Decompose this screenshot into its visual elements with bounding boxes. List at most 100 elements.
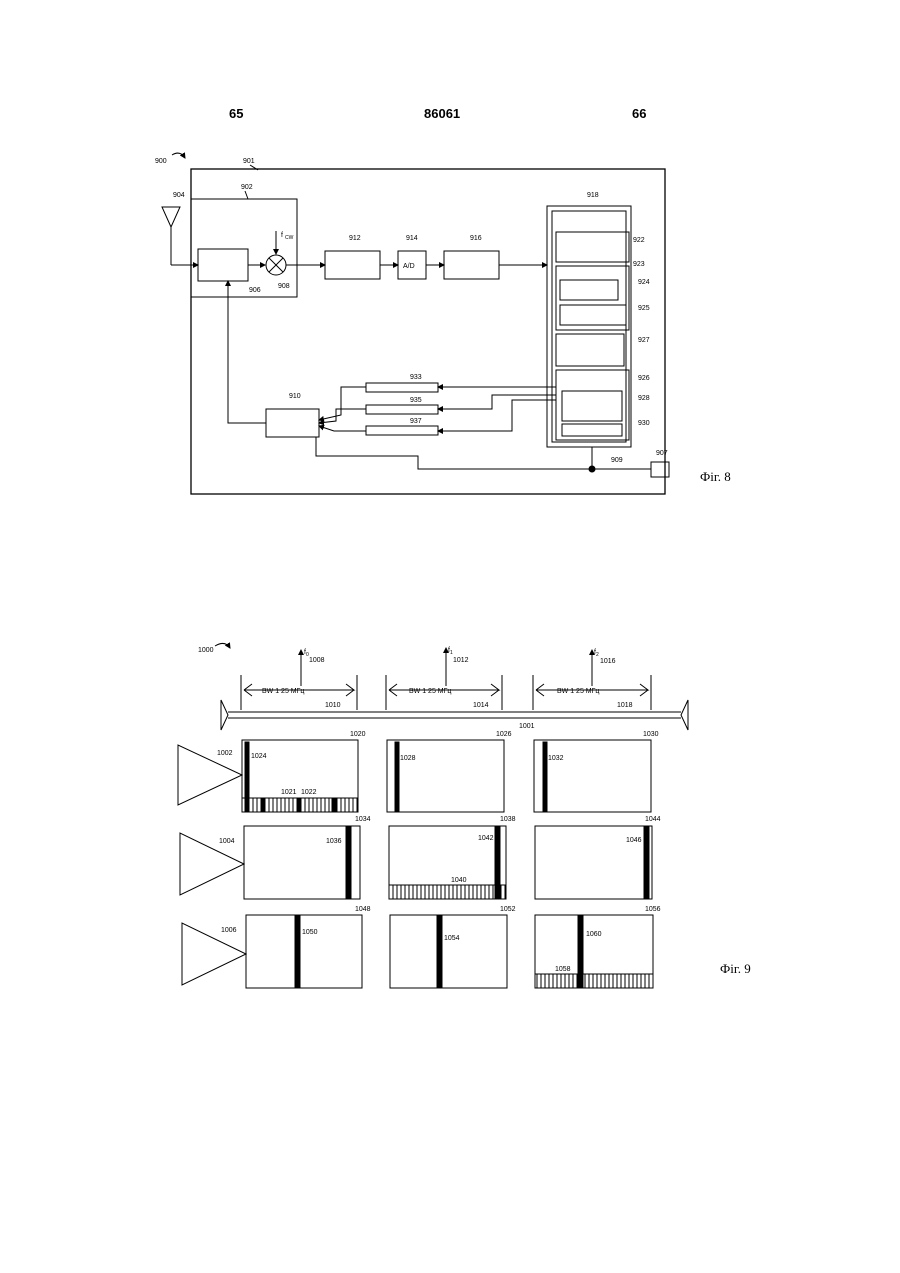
ref-1000: 1000 [198,647,214,654]
ad-label: A/D [403,263,415,270]
ref-902: 902 [241,184,253,191]
block-924 [560,280,618,300]
bar-1022 [297,798,301,812]
ref-1022: 1022 [301,789,317,796]
pilot-bar-1046 [644,826,649,899]
pilot-bar-1028 [395,742,399,812]
ref-1056: 1056 [645,906,661,913]
processor-inner [552,211,626,442]
ref-1044: 1044 [645,816,661,823]
ref-1034: 1034 [355,816,371,823]
ref-1026: 1026 [496,731,512,738]
ref-f1-sub: 1 [450,650,453,656]
ref-935: 935 [410,397,422,404]
ref-1010: 1010 [325,702,341,709]
ref-1004: 1004 [219,838,235,845]
ref-914: 914 [406,235,418,242]
ref-900: 900 [155,158,167,165]
ref-1002: 1002 [217,750,233,757]
fig8-caption: Фіг. 8 [700,469,731,484]
ref-1048: 1048 [355,906,371,913]
bw-label-3: BW 1 25 МГц [557,688,599,695]
ref-1050: 1050 [302,929,318,936]
ref-arrow-900 [172,153,185,158]
block-916 [444,251,499,279]
pilot-bar-1024 [245,742,249,812]
spectrum-box-1048 [246,915,362,988]
ref-901: 901 [243,158,255,165]
ref-1021: 1021 [281,789,297,796]
figure-8: 900 901 904 902 906 f CW 908 912 A/D 914 [155,153,669,494]
spectrum-box-1026 [387,740,504,812]
ref-1008: 1008 [309,657,325,664]
ref-908: 908 [278,283,290,290]
ref-927: 927 [638,337,650,344]
ref-1012: 1012 [453,657,469,664]
spectrum-box-1052 [390,915,507,988]
bw-label-2: BW 1 25 МГц [409,688,451,695]
ref-1016: 1016 [600,658,616,665]
block-930 [562,424,622,436]
ref-916: 916 [470,235,482,242]
pilot-bar-1050 [295,915,300,988]
control-block-910 [266,409,319,437]
pilot-bar-1042 [495,826,500,899]
amplifier-block-906 [198,249,248,281]
ref-907: 907 [656,450,668,457]
block-935 [366,405,438,414]
ref-923: 923 [633,261,645,268]
ref-1018: 1018 [617,702,633,709]
ref-1020: 1020 [350,731,366,738]
receiver-outer-box [191,169,665,494]
ref-930: 930 [638,420,650,427]
block-925 [560,305,626,325]
ref-1028: 1028 [400,755,416,762]
ref-1060: 1060 [586,931,602,938]
spectrum-box-1034 [244,826,360,899]
ref-1014: 1014 [473,702,489,709]
block-928 [562,391,622,421]
ref-1054: 1054 [444,935,460,942]
ref-928: 928 [638,395,650,402]
block-922 [556,232,629,262]
ref-933: 933 [410,374,422,381]
block-907 [651,462,669,477]
ref-909: 909 [611,457,623,464]
ref-910: 910 [289,393,301,400]
ref-906: 906 [249,287,261,294]
ref-1042: 1042 [478,835,494,842]
ref-fcw: f [281,232,283,239]
ref-1040: 1040 [451,877,467,884]
ref-1032: 1032 [548,755,564,762]
block-937 [366,426,438,435]
processor-block-918 [547,206,631,447]
pilot-bar-1060 [578,915,583,988]
ref-f2-sub: 2 [596,652,599,658]
ref-912: 912 [349,235,361,242]
spectrum-box-1030 [534,740,651,812]
bar-1021a [261,798,265,812]
pilot-bar-1032 [543,742,547,812]
block-926 [556,370,629,440]
figure-9: 1000 f 0 1008 f 1 1012 f 2 1016 BW 1 25 … [178,643,688,988]
ref-904: 904 [173,192,185,199]
ref-1046: 1046 [626,837,642,844]
block-933 [366,383,438,392]
ref-1024: 1024 [251,753,267,760]
ref-937: 937 [410,418,422,425]
fig9-caption: Фіг. 9 [720,961,751,976]
ref-1030: 1030 [643,731,659,738]
pilot-bar-1054 [437,915,442,988]
pilot-bar-1036 [346,826,351,899]
bar-1021b [332,798,336,812]
ref-922: 922 [633,237,645,244]
ref-925: 925 [638,305,650,312]
filter-block-912 [325,251,380,279]
ref-fcw-sub: CW [285,235,294,241]
antenna-icon [162,207,180,227]
ref-1001: 1001 [519,723,535,730]
ref-924: 924 [638,279,650,286]
hatch-band-1058 [535,974,653,988]
ref-1058: 1058 [555,966,571,973]
